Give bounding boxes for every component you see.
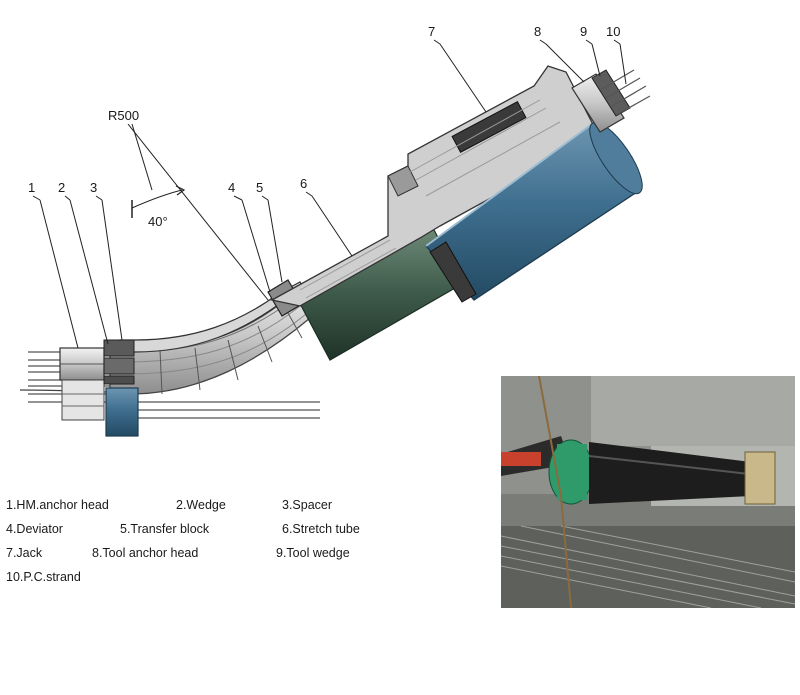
tool-anchor-head <box>571 73 625 133</box>
callout-6: 6 <box>300 176 353 257</box>
svg-text:10: 10 <box>606 24 620 39</box>
callout-4: 4 <box>228 180 271 293</box>
legend-item-8: 8.Tool anchor head <box>92 546 199 560</box>
legend-item-6: 6.Stretch tube <box>282 522 360 536</box>
angle-annotation: 40° <box>131 185 186 229</box>
legend-item-2: 2.Wedge <box>176 498 226 512</box>
legend-item-7: 7.Jack <box>6 546 43 560</box>
svg-text:2: 2 <box>58 180 65 195</box>
legend-item-4: 4.Deviator <box>6 522 63 536</box>
legend-item-5: 5.Transfer block <box>120 522 210 536</box>
pc-strands-right <box>599 69 651 115</box>
svg-text:3: 3 <box>90 180 97 195</box>
svg-text:8: 8 <box>534 24 541 39</box>
wedge <box>103 339 135 385</box>
svg-text:9: 9 <box>580 24 587 39</box>
legend-item-9: 9.Tool wedge <box>276 546 350 560</box>
svg-text:7: 7 <box>428 24 435 39</box>
callout-9: 9 <box>580 24 601 77</box>
radius-label: R500 <box>108 108 139 123</box>
svg-text:1: 1 <box>28 180 35 195</box>
callout-10: 10 <box>606 24 627 85</box>
legend-item-3: 3.Spacer <box>282 498 333 512</box>
radius-annotation: R500 <box>108 108 269 301</box>
angle-label: 40° <box>148 214 168 229</box>
jack-cylinder <box>425 121 643 303</box>
callout-7: 7 <box>428 24 487 113</box>
svg-text:4: 4 <box>228 180 235 195</box>
callout-2: 2 <box>58 180 109 345</box>
jack-housing <box>270 65 601 307</box>
spacer <box>105 387 139 437</box>
callout-3: 3 <box>90 180 123 341</box>
hm-anchor-head <box>59 347 105 421</box>
legend-item-1: 1.HM.anchor head <box>6 498 109 512</box>
legend-item-10: 10.P.C.strand <box>6 570 81 584</box>
svg-text:5: 5 <box>256 180 263 195</box>
callout-1: 1 <box>28 180 79 349</box>
callout-8: 8 <box>534 24 585 83</box>
tool-wedge <box>591 69 631 117</box>
callout-5: 5 <box>256 180 283 283</box>
site-photo <box>501 376 795 608</box>
svg-text:6: 6 <box>300 176 307 191</box>
